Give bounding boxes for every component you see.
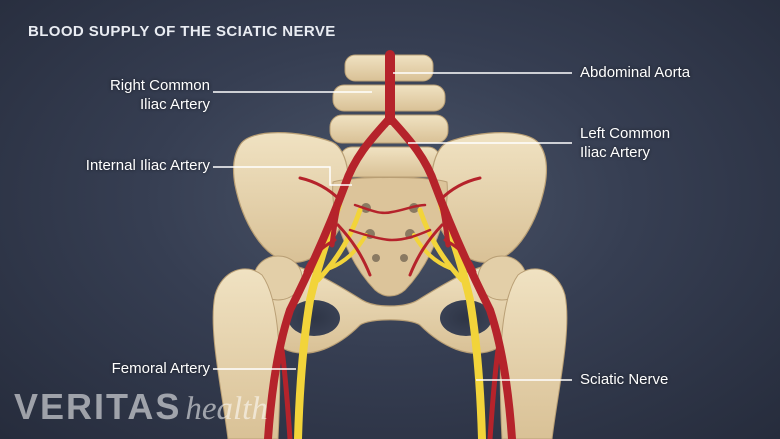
label-sciatic-nerve: Sciatic Nerve: [580, 370, 668, 389]
label-abdominal-aorta: Abdominal Aorta: [580, 63, 690, 82]
label-right-common-iliac-line1: Right Common: [109, 77, 210, 94]
label-sciatic-nerve-text: Sciatic Nerve: [580, 371, 669, 388]
logo-brand: VERITAS: [14, 386, 182, 427]
pelvis: [212, 132, 568, 439]
label-abdominal-aorta-text: Abdominal Aorta: [580, 64, 691, 81]
label-left-common-iliac-line1: Left Common: [580, 125, 671, 142]
label-right-common-iliac-line2: Iliac Artery: [139, 96, 210, 113]
diagram-title: BLOOD SUPPLY OF THE SCIATIC NERVE: [28, 23, 336, 40]
label-femoral-artery-text: Femoral Artery: [111, 360, 210, 377]
label-left-common-iliac-line2: Iliac Artery: [580, 144, 651, 161]
logo-suffix: health: [185, 391, 268, 427]
label-right-common-iliac-artery: Right Common Iliac Artery: [55, 76, 210, 114]
leader-lines: [213, 72, 572, 381]
arteries-illustration: [264, 50, 516, 439]
veritas-health-logo: VERITAS health: [14, 386, 268, 430]
label-internal-iliac-artery: Internal Iliac Artery: [20, 156, 210, 175]
label-internal-iliac-text: Internal Iliac Artery: [85, 157, 210, 174]
label-left-common-iliac-artery: Left Common Iliac Artery: [580, 124, 670, 162]
label-femoral-artery: Femoral Artery: [40, 359, 210, 378]
